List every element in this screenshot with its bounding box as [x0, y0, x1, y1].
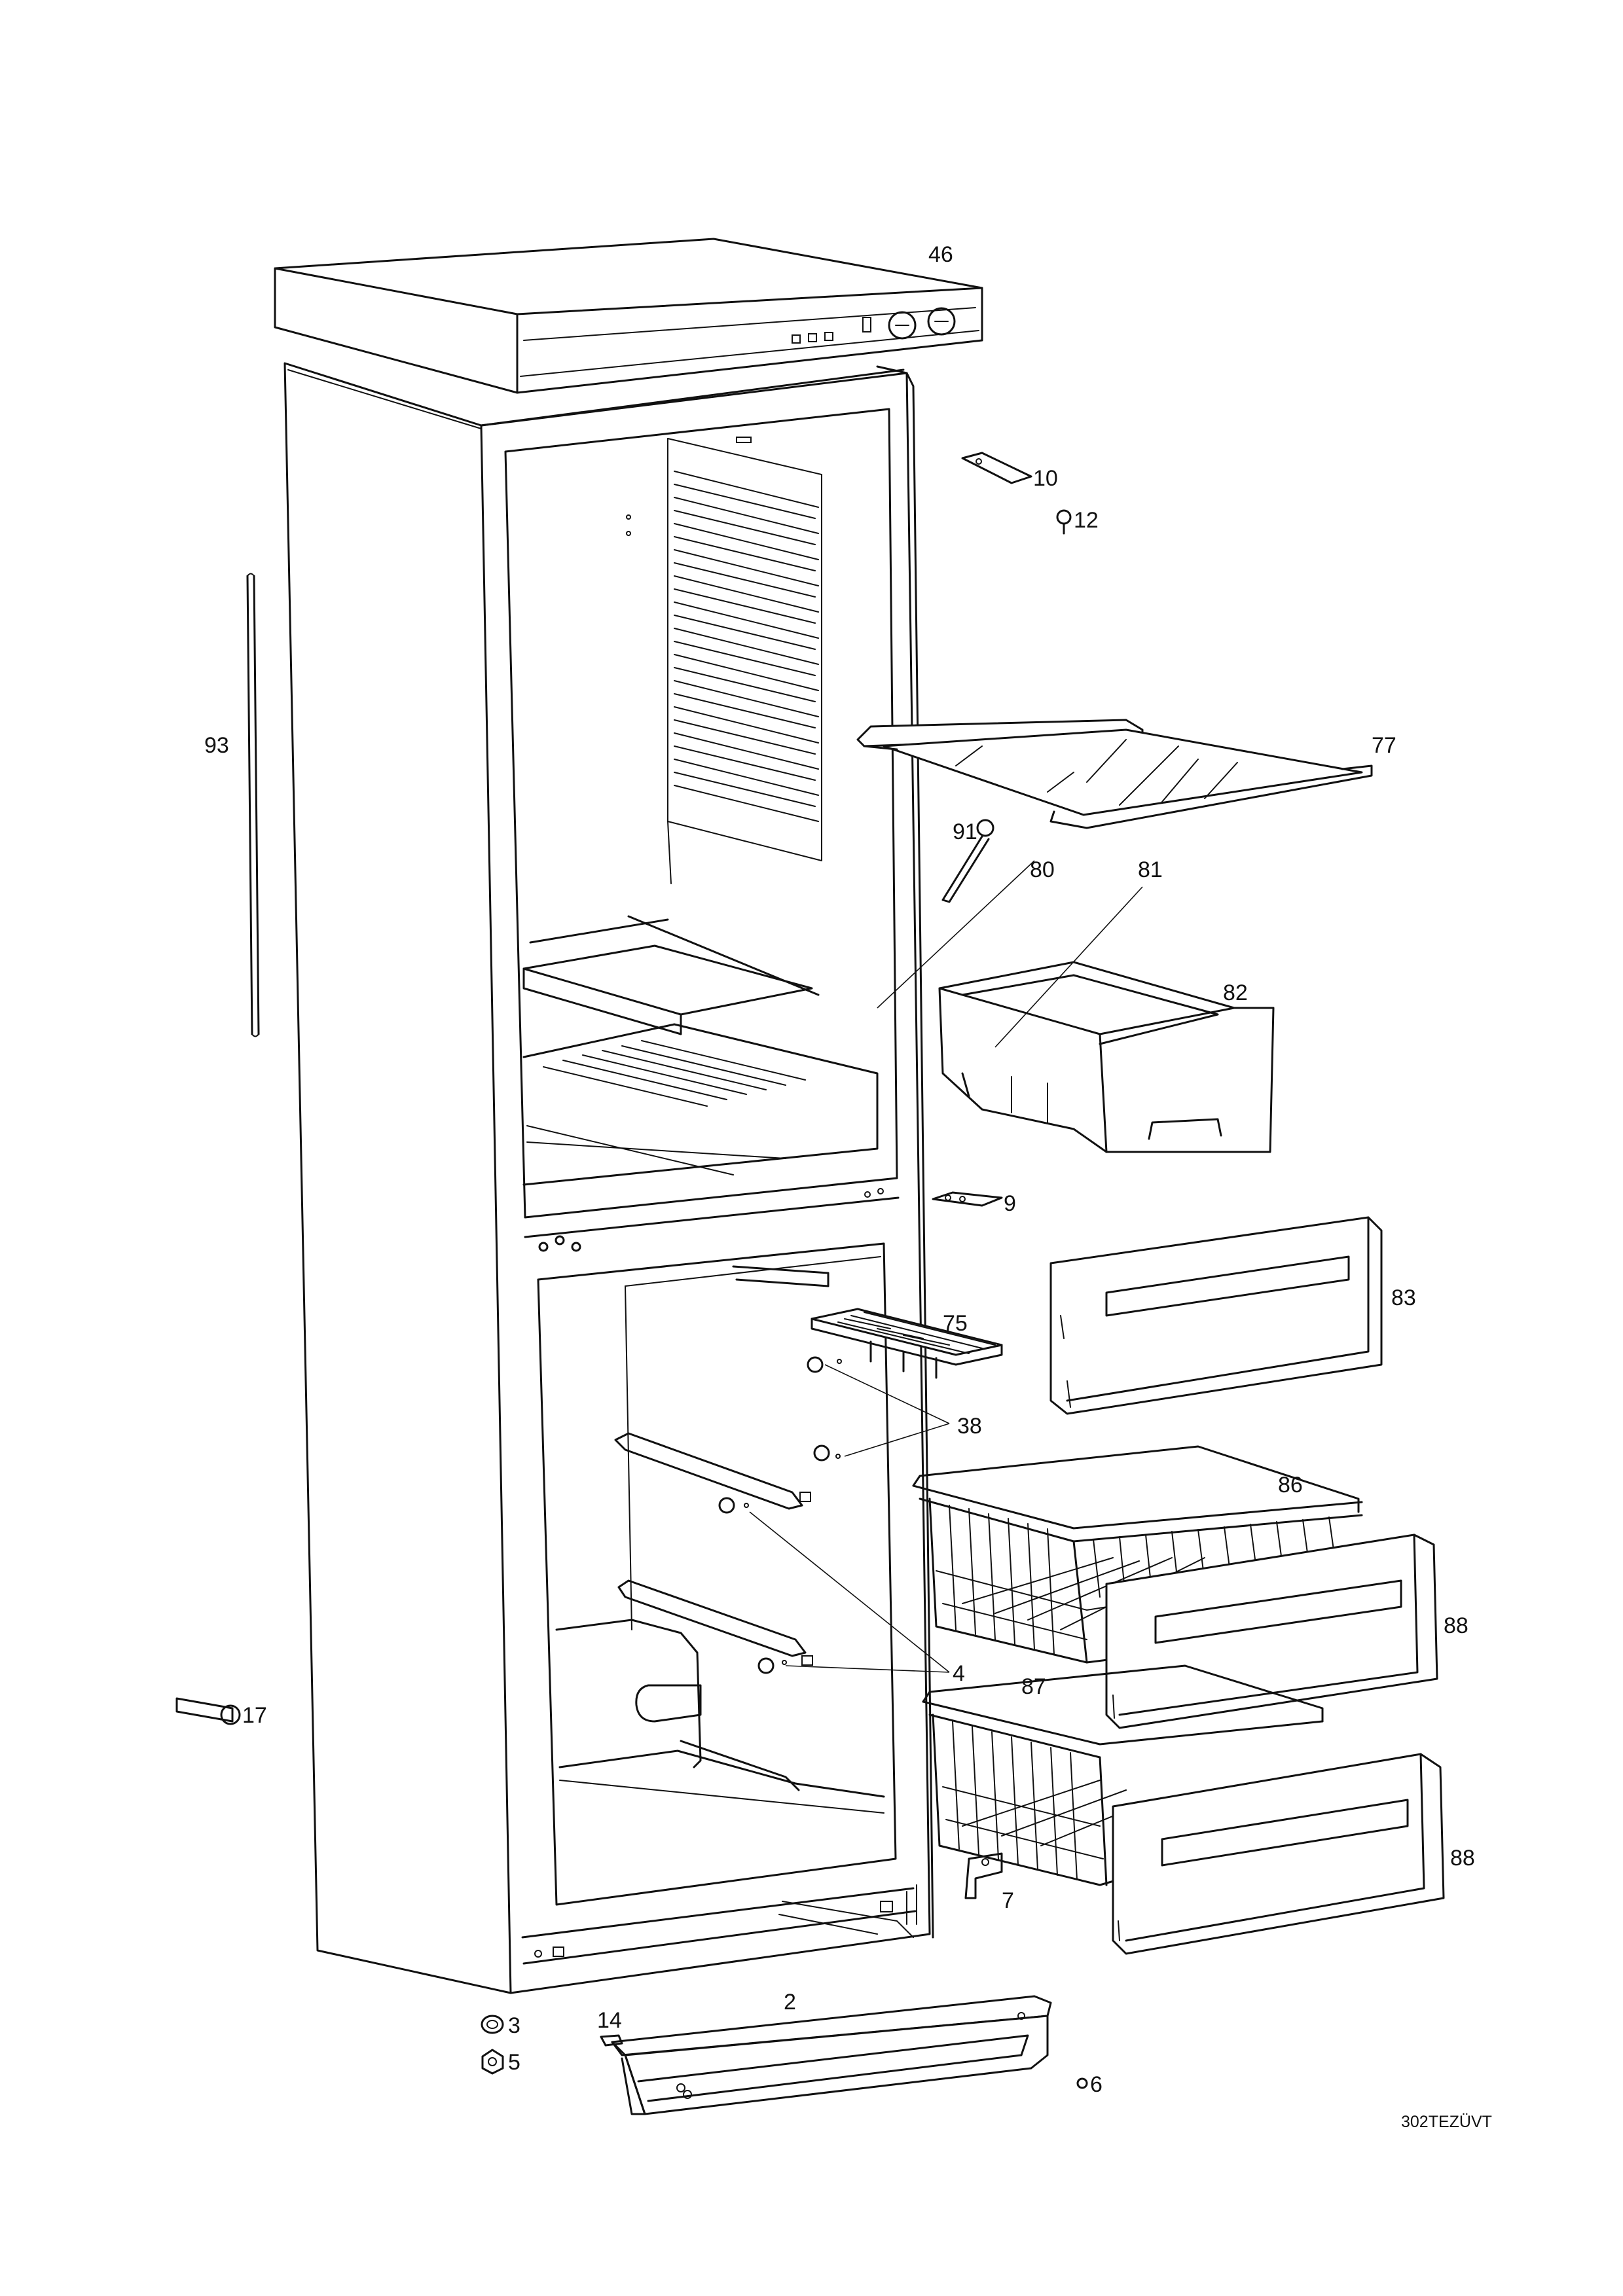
- label-46: 46: [928, 242, 953, 267]
- crisper-drawer-part-82: [938, 961, 1275, 1153]
- freezer-compartment: [555, 1256, 885, 1814]
- foot-part-17: [175, 1697, 241, 1725]
- label-93: 93: [204, 733, 229, 758]
- label-83: 83: [1391, 1285, 1416, 1310]
- label-88-lower: 88: [1450, 1846, 1475, 1871]
- top-cover-part-46: [274, 238, 983, 394]
- plinth-part-2: [611, 1995, 1052, 2115]
- label-7: 7: [1002, 1888, 1014, 1913]
- label-10: 10: [1033, 466, 1058, 491]
- label-2: 2: [784, 1990, 796, 2015]
- label-82: 82: [1223, 980, 1248, 1005]
- cabinet-body: [283, 362, 934, 1994]
- drawer-front-upper-part-88: [1105, 1534, 1438, 1729]
- label-86: 86: [1278, 1473, 1303, 1498]
- glass-shelf-part-77: [856, 719, 1373, 829]
- label-14: 14: [597, 2008, 622, 2033]
- fridge-compartment: [522, 437, 884, 1252]
- label-87: 87: [1021, 1674, 1046, 1699]
- door-seal-part-93: [246, 573, 260, 1037]
- label-5: 5: [508, 2050, 520, 2075]
- washer-part-3: [481, 2015, 504, 2034]
- label-88-upper: 88: [1444, 1613, 1468, 1638]
- leader-lines: [749, 860, 1143, 1673]
- shelf-runners: [674, 471, 819, 822]
- label-75: 75: [943, 1311, 968, 1336]
- label-3: 3: [508, 2013, 520, 2038]
- nut-part-5: [481, 2049, 504, 2075]
- label-4: 4: [953, 1661, 965, 1686]
- label-91: 91: [953, 819, 977, 844]
- label-12: 12: [1074, 508, 1099, 533]
- freezer-flap-part-83: [1049, 1216, 1383, 1415]
- clip-part-14: [600, 2034, 623, 2047]
- ice-tray-part-75: [811, 1308, 1003, 1379]
- part-labels: 46 10 12 93 77 91 80 81 82 9 83 75 38 86…: [204, 242, 1475, 2097]
- label-77: 77: [1372, 733, 1396, 758]
- bracket-part-9: [932, 1191, 1003, 1207]
- screw-part-6: [1076, 2077, 1088, 2089]
- lamp-part-91: [941, 819, 994, 903]
- label-6: 6: [1090, 2072, 1103, 2097]
- label-38: 38: [957, 1414, 982, 1439]
- screw-part-12: [1056, 509, 1072, 535]
- label-81: 81: [1138, 857, 1163, 882]
- hinge-part-7: [964, 1852, 1003, 1899]
- hinge-bracket-part-10: [961, 452, 1032, 484]
- label-17: 17: [242, 1703, 267, 1728]
- drawer-front-lower-part-88: [1112, 1753, 1445, 1955]
- label-9: 9: [1004, 1191, 1016, 1216]
- label-80: 80: [1030, 857, 1055, 882]
- drawing-code: 302TEZÜVT: [1401, 2113, 1492, 2131]
